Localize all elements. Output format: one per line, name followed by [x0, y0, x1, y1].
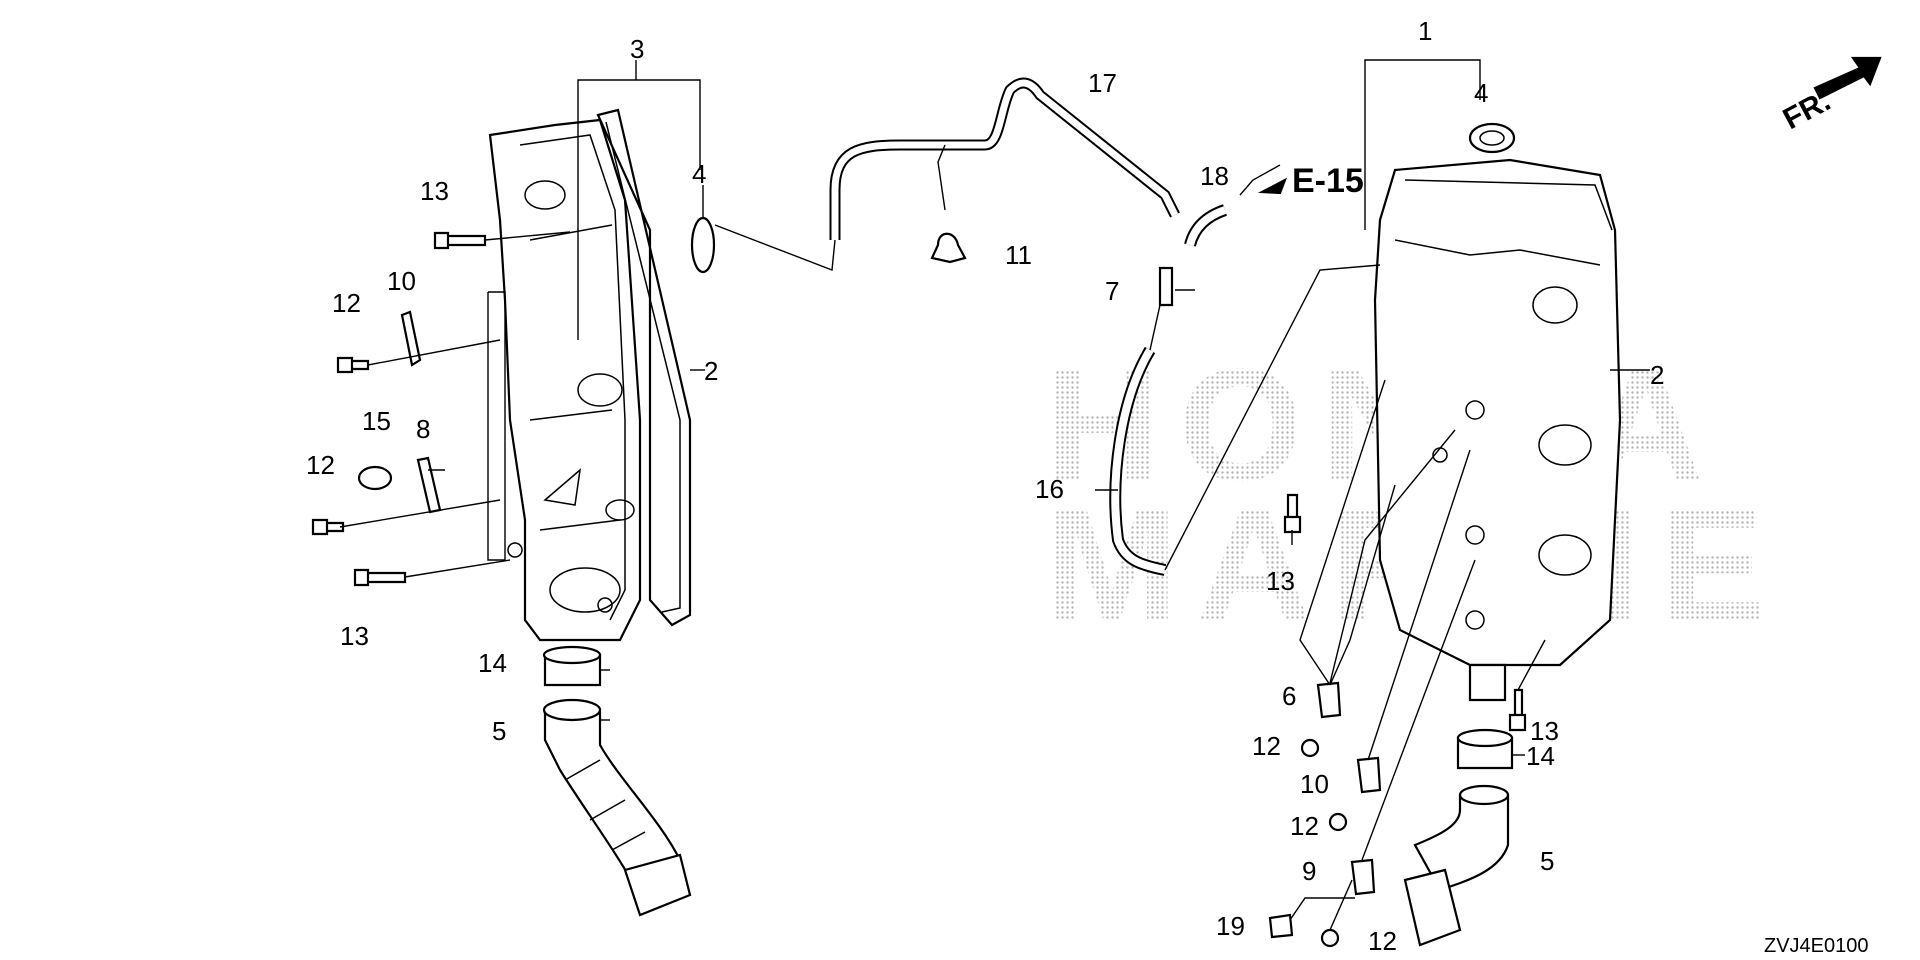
- callout-12-a: 12: [332, 288, 361, 318]
- callout-5-left: 5: [492, 716, 506, 746]
- callout-12-b: 12: [306, 450, 335, 480]
- breather-hoses: [829, 77, 1228, 576]
- callout-2-left: 2: [704, 356, 718, 386]
- callout-10-left: 10: [387, 266, 416, 296]
- callout-15: 15: [362, 406, 391, 436]
- callout-5-right: 5: [1540, 846, 1554, 876]
- callout-10-right: 10: [1300, 769, 1329, 799]
- callout-18: 18: [1200, 161, 1229, 191]
- right-small-parts: [1268, 122, 1527, 948]
- reference-arrow: [1257, 177, 1288, 195]
- front-direction-indicator: FR.: [1778, 56, 1882, 136]
- callout-6: 6: [1282, 681, 1296, 711]
- right-cylinder-head-cover: [1373, 158, 1622, 702]
- callout-13-b: 13: [340, 621, 369, 651]
- callout-19: 19: [1216, 911, 1245, 941]
- reference-label: E-15: [1292, 162, 1364, 200]
- callout-12-c: 12: [1252, 731, 1281, 761]
- callout-7: 7: [1105, 276, 1119, 306]
- callout-9: 9: [1302, 856, 1316, 886]
- callout-13-a: 13: [420, 176, 449, 206]
- diagram-code: ZVJ4E0100: [1764, 935, 1869, 957]
- callout-1: 1: [1418, 16, 1432, 46]
- callout-4-right: 4: [1474, 78, 1488, 108]
- callout-3: 3: [630, 34, 644, 64]
- left-small-parts: [311, 216, 716, 917]
- callout-12-e: 12: [1368, 926, 1397, 956]
- callout-17: 17: [1088, 68, 1117, 98]
- callouts: 1 2 2 3 4 4 5 5 6 7 8 9 10 10 11 12 12 1…: [306, 16, 1664, 956]
- callout-4-left: 4: [692, 159, 706, 189]
- callout-14-left: 14: [478, 648, 507, 678]
- callout-13-d: 13: [1530, 716, 1559, 746]
- callout-14-right: 14: [1526, 741, 1555, 771]
- left-cylinder-head-cover: [488, 108, 692, 642]
- callout-11: 11: [1005, 240, 1032, 270]
- callout-13-c: 13: [1266, 566, 1295, 596]
- callout-12-d: 12: [1290, 811, 1319, 841]
- callout-2-right: 2: [1650, 360, 1664, 390]
- callout-16: 16: [1035, 474, 1064, 504]
- callout-8: 8: [416, 414, 430, 444]
- leader-lines: [339, 59, 1650, 931]
